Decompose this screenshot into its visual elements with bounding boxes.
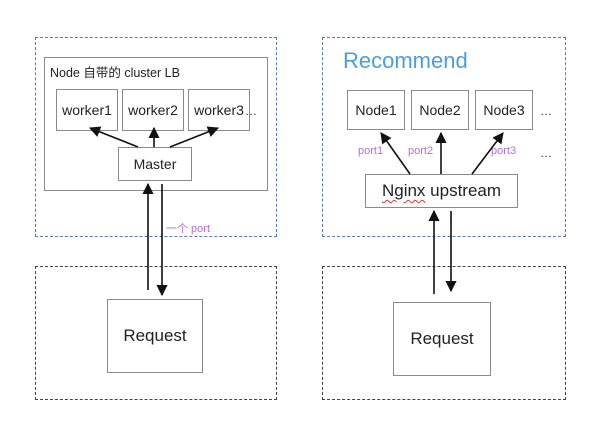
left-request-region xyxy=(35,266,277,400)
recommend-title: Recommend xyxy=(343,48,468,73)
node2-label: Node2 xyxy=(419,102,461,118)
right-request-label: Request xyxy=(410,329,474,348)
right-region xyxy=(322,37,566,237)
worker3-label: worker3 xyxy=(194,102,244,118)
master-label: Master xyxy=(133,156,177,172)
left-request-box: Request xyxy=(107,299,203,373)
arrow-master-worker3 xyxy=(169,126,220,148)
worker1-box: worker1 xyxy=(56,89,118,131)
node2-box: Node2 xyxy=(411,90,469,130)
nodes-ellipsis: … xyxy=(540,104,552,118)
nginx-upstream-box: Nginx upstream xyxy=(365,174,518,208)
worker1-label: worker1 xyxy=(62,102,112,118)
port-label: 一个 port xyxy=(166,223,211,235)
arrow-nginx-node1 xyxy=(380,132,411,175)
port3-label: port3 xyxy=(491,145,517,157)
nginx-label: Nginx upstream xyxy=(382,181,501,201)
node1-box: Node1 xyxy=(347,90,405,130)
workers-ellipsis: … xyxy=(245,104,257,118)
nginx-rest: upstream xyxy=(425,181,502,200)
left-region xyxy=(35,37,277,237)
worker2-box: worker2 xyxy=(122,89,184,131)
nginx-word: Nginx xyxy=(381,181,426,200)
arrow-master-worker1 xyxy=(88,126,139,148)
node3-label: Node3 xyxy=(483,102,525,118)
arrow-nginx-node3 xyxy=(471,132,504,175)
node1-label: Node1 xyxy=(355,102,397,118)
cluster-box xyxy=(44,57,268,191)
right-request-region xyxy=(322,266,566,400)
left-request-label: Request xyxy=(123,326,187,345)
cluster-title: Node 自带的 cluster LB xyxy=(50,66,180,80)
master-box: Master xyxy=(118,147,192,181)
worker2-label: worker2 xyxy=(128,102,178,118)
ports-ellipsis: … xyxy=(540,146,552,160)
node3-box: Node3 xyxy=(475,90,533,130)
port1-label: port1 xyxy=(358,145,384,157)
right-request-box: Request xyxy=(393,302,491,376)
port2-label: port2 xyxy=(408,145,434,157)
